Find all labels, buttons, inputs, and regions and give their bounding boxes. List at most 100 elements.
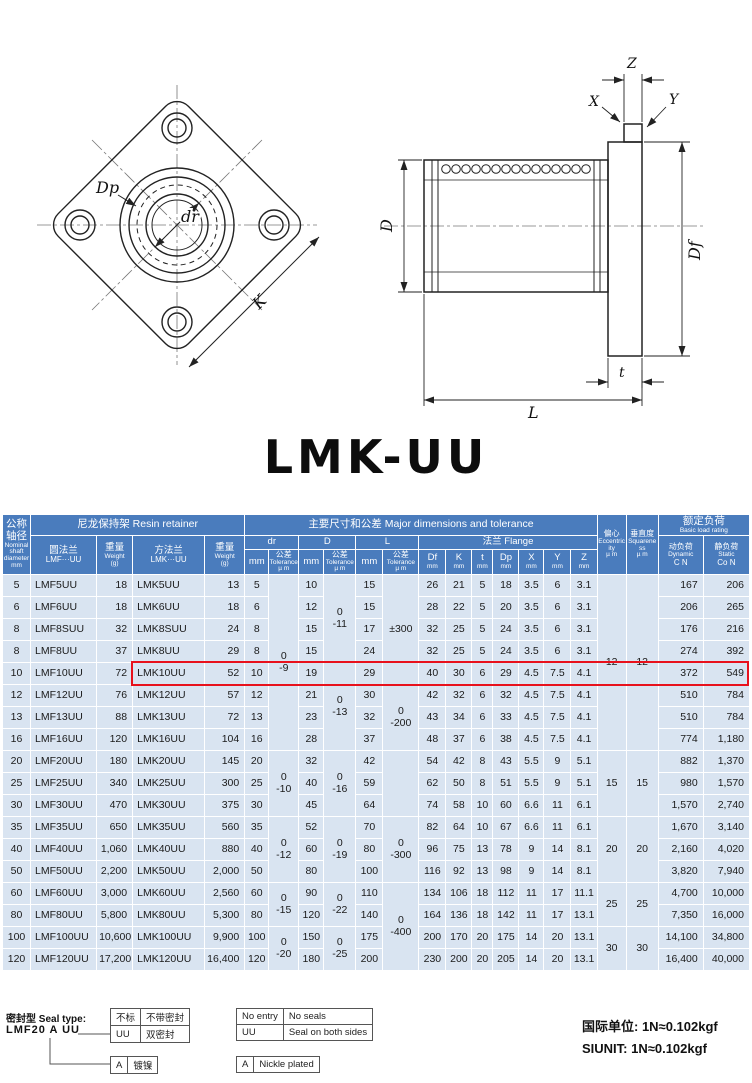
table-cell: LMK100UU xyxy=(132,926,206,950)
header-sq-zh: 垂直度 xyxy=(630,528,655,538)
label-d: D xyxy=(377,219,396,233)
header-lmk-zh: 方法兰 xyxy=(154,544,183,556)
table-cell: 28 xyxy=(298,728,325,752)
table-cell: 24 xyxy=(355,640,384,664)
table-cell: 5 xyxy=(471,618,494,642)
table-cell: 28 xyxy=(418,596,447,620)
table-cell: 0-15 xyxy=(268,882,300,928)
table-cell: LMK80UU xyxy=(132,904,206,928)
table-cell: 80 xyxy=(355,838,384,862)
table-cell: 112 xyxy=(492,882,520,906)
table-cell: 17,200 xyxy=(96,948,134,972)
header-dp-unit: mm xyxy=(500,562,512,570)
table-cell: LMK16UU xyxy=(132,728,206,752)
table-cell: 10,600 xyxy=(96,926,134,950)
header-squareness: 垂直度 Squareness µ m xyxy=(625,513,659,576)
table-cell: 10 xyxy=(471,816,494,840)
table-cell: 72 xyxy=(204,706,246,730)
table-cell: 206 xyxy=(657,596,704,620)
table-cell: 17 xyxy=(355,618,384,642)
table-cell: LMF5UU xyxy=(30,574,98,598)
legend-cell: 不带密封 xyxy=(140,1008,191,1026)
table-cell: 200 xyxy=(355,948,384,972)
label-dr: dr xyxy=(181,207,200,226)
table-cell: 7.5 xyxy=(543,728,572,752)
table-cell: 0-11 xyxy=(323,574,357,664)
table-cell: 42 xyxy=(445,750,473,774)
header-weight-en: Weight xyxy=(214,552,235,560)
table-cell: 2,160 xyxy=(657,838,704,862)
table-cell: LMF8UU xyxy=(30,640,98,664)
table-cell: 15 xyxy=(298,618,325,642)
header-load-zh: 额定负荷 xyxy=(682,515,725,527)
table-cell: 25 xyxy=(625,882,659,928)
table-cell: 120 xyxy=(244,948,270,972)
table-cell: 3,820 xyxy=(657,860,704,884)
table-cell: LMF20UU xyxy=(30,750,98,774)
table-cell: 4.1 xyxy=(570,662,598,686)
table-cell: 50 xyxy=(244,860,270,884)
table-cell: 216 xyxy=(702,618,751,642)
table-cell: 3.1 xyxy=(570,618,598,642)
table-cell: 18 xyxy=(96,574,134,598)
table-cell: 30 xyxy=(625,926,659,972)
table-cell: LMK12UU xyxy=(132,684,206,708)
table-cell: 15 xyxy=(298,640,325,664)
table-cell: 11 xyxy=(543,816,572,840)
table-cell: LMF8SUU xyxy=(30,618,98,642)
table-cell: 0-400 xyxy=(382,882,420,972)
table-cell: 25 xyxy=(445,640,473,664)
table-cell: 167 xyxy=(657,574,704,598)
table-cell: 43 xyxy=(418,706,447,730)
table-cell: 52 xyxy=(204,662,246,686)
table-cell: 19 xyxy=(298,662,325,686)
table-cell: 6.1 xyxy=(570,816,598,840)
table-cell: 116 xyxy=(418,860,447,884)
header-stat-zh: 静负荷 xyxy=(714,542,739,552)
table-cell: 60 xyxy=(298,838,325,862)
table-cell: 25 xyxy=(445,618,473,642)
table-cell: 20 xyxy=(492,596,520,620)
header-sq-unit: µ m xyxy=(636,551,648,559)
table-cell: 100 xyxy=(355,860,384,884)
table-cell: 54 xyxy=(418,750,447,774)
table-cell: 15 xyxy=(355,574,384,598)
table-cell: 23 xyxy=(298,706,325,730)
table-cell: 7.5 xyxy=(543,662,572,686)
table-cell: LMK6UU xyxy=(132,596,206,620)
header-l-tolerance: 公差 Tolerance µ m xyxy=(382,548,420,576)
table-cell: LMK35UU xyxy=(132,816,206,840)
legend-cell: A xyxy=(109,1056,129,1074)
table-cell: 10 xyxy=(298,574,325,598)
table-cell: LMF80UU xyxy=(30,904,98,928)
ball-row xyxy=(441,164,591,174)
table-cell: 7,350 xyxy=(657,904,704,928)
header-z-label: Z xyxy=(581,552,587,564)
header-ecc-zh: 偏心 xyxy=(603,528,620,538)
table-cell: 8 xyxy=(244,640,270,664)
header-lmf-weight: 重量 Weight (g) xyxy=(96,535,134,576)
front-view-drawing: Dp dr K xyxy=(37,85,320,368)
table-cell: 3.1 xyxy=(570,574,598,598)
table-cell: 0-22 xyxy=(323,882,357,928)
header-eccentricity: 偏心 Eccentricity µ m xyxy=(596,513,627,576)
header-dr-tolerance: 公差 Tolerance µ m xyxy=(268,548,300,576)
table-cell: LMK50UU xyxy=(132,860,206,884)
table-cell: 372 xyxy=(657,662,704,686)
table-cell: 29 xyxy=(204,640,246,664)
table-cell: LMK5UU xyxy=(132,574,206,598)
table-cell: 12 xyxy=(1,684,32,708)
table-cell: LMK60UU xyxy=(132,882,206,906)
table-cell: 13 xyxy=(471,838,494,862)
table-cell: 22 xyxy=(445,596,473,620)
table-cell: 3.5 xyxy=(518,618,545,642)
table-cell: 4.1 xyxy=(570,684,598,708)
table-cell: 24 xyxy=(492,618,520,642)
table-cell: 25 xyxy=(244,772,270,796)
table-cell: 100 xyxy=(244,926,270,950)
table-cell: 64 xyxy=(445,816,473,840)
table-cell: LMF120UU xyxy=(30,948,98,972)
